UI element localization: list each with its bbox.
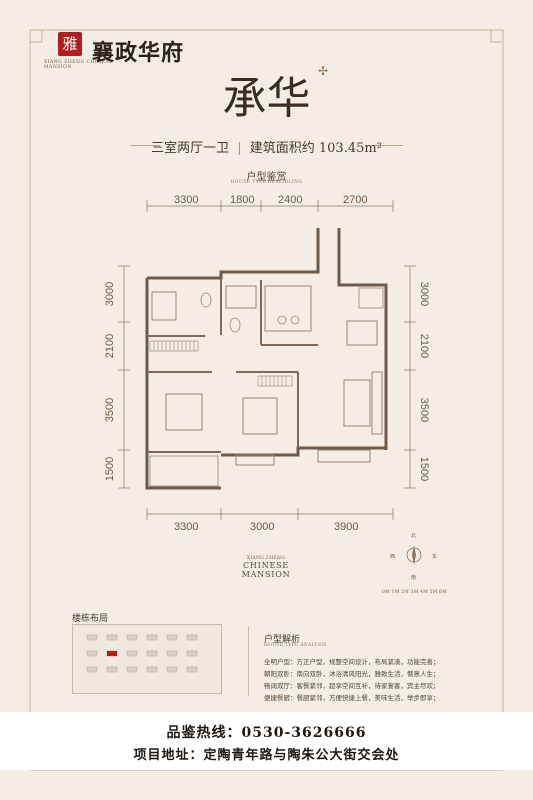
hotline: 品鉴热线：0530-3626666 [166, 725, 367, 741]
analysis-line: 便捷餐厨：餐厨紧邻，方便快捷上餐，美味生活，举步即享； [264, 694, 440, 702]
dim-bottom-3: 3900 [334, 521, 358, 533]
site-map [72, 624, 222, 694]
dim-left-1: 3000 [104, 282, 116, 306]
footer-band [0, 712, 533, 770]
dim-right-3: 3500 [418, 398, 430, 422]
dim-left-2: 2100 [104, 334, 116, 358]
compass-north: 北 [411, 533, 417, 539]
analysis-list: 全明户型：方正户型，规整空间设计，布局紧凑，功能完善； 朝阳双卧：南向双卧，沐浴… [264, 656, 474, 704]
compass-icon [406, 545, 422, 565]
dim-right-2: 2100 [418, 334, 430, 358]
brand-logo-subtitle: XIANG ZHENG CHINESE MANSION [44, 60, 113, 70]
unit-title: 承华 [222, 73, 311, 124]
dim-left-4: 1500 [104, 457, 116, 481]
compass-east: 东 [432, 554, 438, 560]
unit-room-summary: 三室两厅一卫 [151, 141, 230, 156]
dim-bottom-2: 3000 [250, 521, 274, 533]
dim-top-3: 2400 [278, 194, 302, 206]
band-divider-left [130, 145, 160, 146]
analysis-title: 户型解析 [264, 635, 301, 645]
mansion-mark: XIANG ZHENG CHINESE MANSION [226, 556, 306, 579]
mansion-mark-line1: XIANG ZHENG [246, 556, 286, 561]
dim-top-1: 3300 [174, 194, 198, 206]
brand-name: 襄政华府 [92, 40, 185, 66]
scale-bar: 0M 1M 2M 3M 4M 5M 6M [382, 590, 447, 595]
project-address: 项目地址：定陶青年路与陶朱公大街交会处 [133, 748, 400, 763]
plan-section-title: 户型鉴赏 [246, 172, 287, 183]
dim-top-4: 2700 [343, 194, 367, 206]
dim-bottom-1: 3300 [174, 521, 198, 533]
site-map-label: 楼栋布局 [72, 614, 109, 624]
compass-south: 南 [411, 575, 417, 581]
unit-summary-band: 三室两厅一卫 | 建筑面积约 103.45m² [151, 141, 382, 156]
plan-section-subtitle: HOUSE TYPE REMODLING [230, 180, 303, 185]
dim-right-4: 1500 [418, 457, 430, 481]
dim-right-1: 3000 [418, 282, 430, 306]
analysis-divider [248, 626, 249, 696]
analysis-line: 全明户型：方正户型，规整空间设计，布局紧凑，功能完善； [264, 658, 440, 666]
analysis-subtitle: HOUSE TYPE ANALYSIS [264, 643, 327, 648]
mansion-mark-line2: CHINESE MANSION [241, 561, 291, 579]
band-divider-right [373, 145, 403, 146]
dragonfly-icon: ✢ [318, 64, 329, 78]
dim-top-2: 1800 [230, 194, 254, 206]
analysis-line: 朝阳双卧：南向双卧，沐浴清风阳光，雅致生活，惬意人生； [264, 670, 440, 678]
brand-logo: 雅 [58, 32, 82, 56]
dim-left-3: 3500 [104, 398, 116, 422]
compass-west: 西 [390, 554, 396, 560]
unit-area: 建筑面积约 103.45m² [249, 141, 382, 156]
analysis-line: 畅阔双厅：客餐紧邻，超享空间互补，待家宴客，宾主尽欢； [264, 682, 440, 690]
